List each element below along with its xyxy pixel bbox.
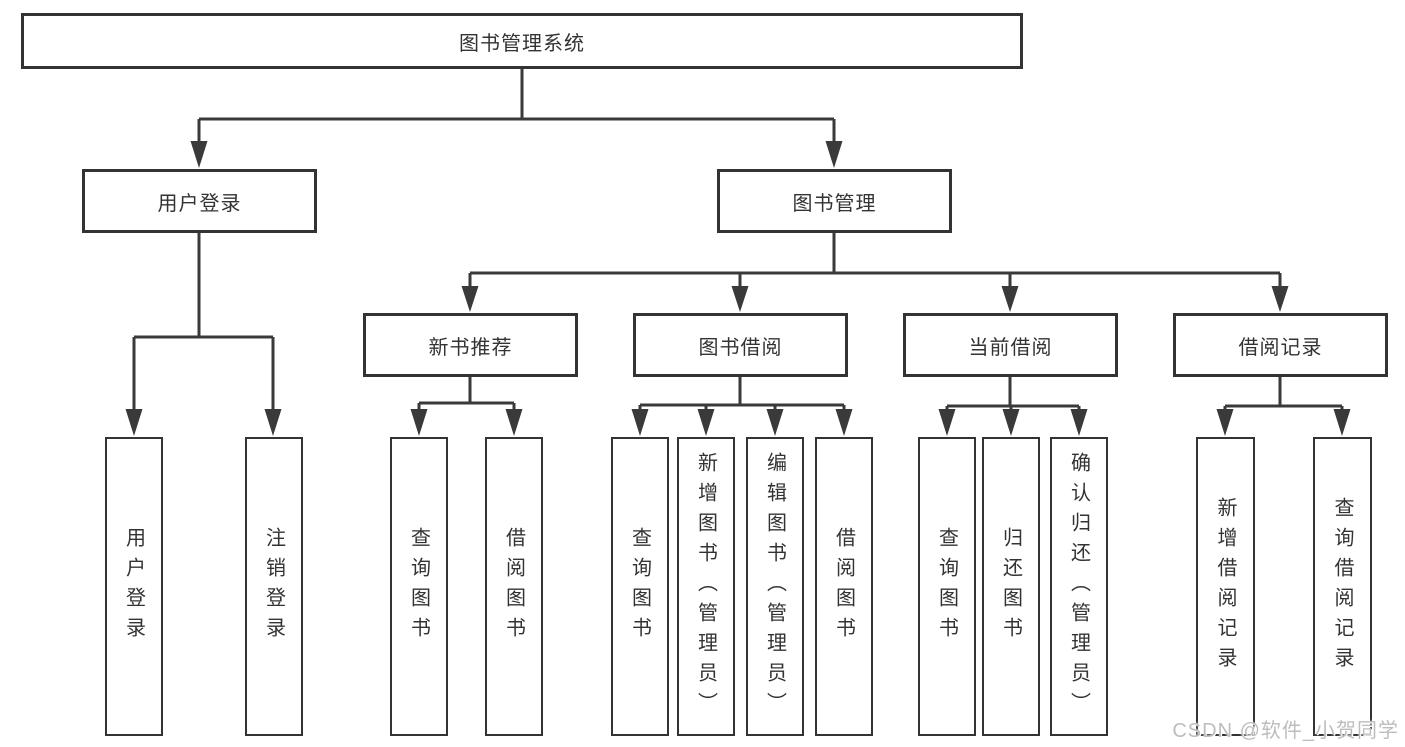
arrowhead-icon [1070, 409, 1088, 436]
node-library-management-system: 图书管理系统 [21, 13, 1023, 69]
node-label: 新书推荐 [428, 336, 513, 359]
leaf-edit-books-admin: 编辑图书（管理员） [746, 437, 804, 736]
leaf-query-books-current: 查询图书 [918, 437, 976, 736]
arrowhead-icon [697, 409, 715, 436]
node-label: 用户登录 [122, 526, 145, 647]
arrowhead-icon [461, 286, 479, 312]
arrowhead-icon [825, 141, 843, 168]
leaf-add-borrow-record: 新增借阅记录 [1196, 437, 1255, 736]
arrowhead-icon [1333, 409, 1351, 436]
connector-user-login-children [125, 233, 282, 436]
arrowhead-icon [1216, 409, 1234, 436]
arrowhead-icon [631, 409, 649, 436]
arrowhead-icon [766, 409, 784, 436]
arrowhead-icon [190, 141, 208, 168]
node-label: 查询图书 [628, 526, 651, 647]
node-label: 借阅图书 [502, 526, 525, 647]
node-label: 确认归还（管理员） [1067, 451, 1090, 722]
arrowhead-icon [731, 286, 749, 312]
node-label: 查询图书 [407, 526, 430, 647]
node-label: 查询图书 [935, 526, 958, 647]
node-label: 编辑图书（管理员） [763, 451, 786, 722]
connector-new-rec-children [410, 377, 523, 436]
leaf-borrow-books-borrowing: 借阅图书 [815, 437, 873, 736]
leaf-user-login: 用户登录 [105, 437, 163, 736]
leaf-confirm-return-admin: 确认归还（管理员） [1050, 437, 1108, 736]
node-label: 新增借阅记录 [1214, 496, 1236, 677]
leaf-borrow-books-recommend: 借阅图书 [485, 437, 543, 736]
connector-records-children [1216, 377, 1351, 436]
node-book-borrowing: 图书借阅 [633, 313, 848, 377]
node-label: 注销登录 [262, 526, 285, 647]
connector-book-mgmt-children [461, 233, 1289, 312]
arrowhead-icon [1001, 286, 1019, 312]
arrowhead-icon [835, 409, 853, 436]
arrowhead-icon [1271, 286, 1289, 312]
node-label: 当前借阅 [968, 336, 1053, 359]
node-label: 查询借阅记录 [1331, 496, 1353, 677]
node-book-management: 图书管理 [717, 169, 952, 233]
leaf-query-books-borrowing: 查询图书 [611, 437, 669, 736]
node-label: 借阅记录 [1238, 336, 1323, 359]
node-label: 用户登录 [157, 192, 242, 215]
arrowhead-icon [264, 409, 282, 436]
node-label: 新增图书（管理员） [694, 451, 717, 722]
arrowhead-icon [410, 409, 428, 436]
leaf-return-books: 归还图书 [982, 437, 1040, 736]
node-label: 图书管理 [792, 192, 877, 215]
leaf-logout: 注销登录 [245, 437, 303, 736]
node-current-borrowing: 当前借阅 [903, 313, 1118, 377]
leaf-add-books-admin: 新增图书（管理员） [677, 437, 735, 736]
csdn-watermark: CSDN @软件_小贺同学 [1172, 720, 1399, 742]
node-label: 图书借阅 [698, 336, 783, 359]
connector-root-to-level2 [190, 69, 843, 168]
node-label: 图书管理系统 [459, 32, 585, 55]
arrowhead-icon [125, 409, 143, 436]
leaf-query-books-recommend: 查询图书 [390, 437, 448, 736]
connector-cur-borrow-children [938, 377, 1088, 436]
arrowhead-icon [1002, 409, 1020, 436]
node-label: 归还图书 [999, 526, 1022, 647]
node-label: 借阅图书 [832, 526, 855, 647]
leaf-query-borrow-record: 查询借阅记录 [1313, 437, 1372, 736]
arrowhead-icon [505, 409, 523, 436]
arrowhead-icon [938, 409, 956, 436]
connector-book-borrow-children [631, 377, 853, 436]
node-user-login: 用户登录 [82, 169, 317, 233]
node-new-book-recommendation: 新书推荐 [363, 313, 578, 377]
node-borrowing-records: 借阅记录 [1173, 313, 1388, 377]
